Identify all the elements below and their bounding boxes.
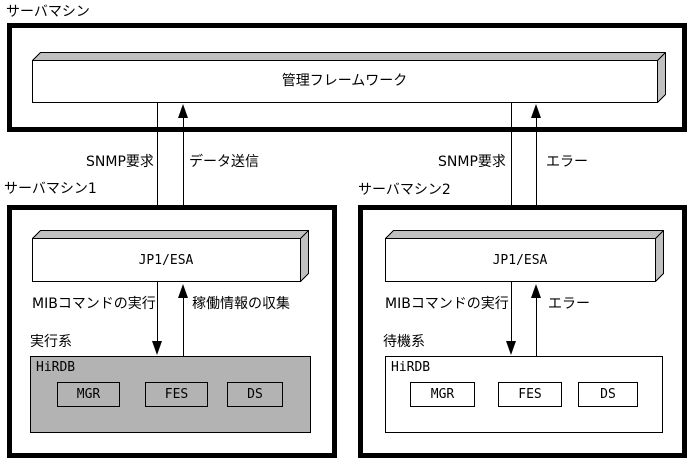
mib-exec-left-line bbox=[157, 282, 158, 342]
snmp-request-left-line bbox=[157, 103, 158, 216]
error-top-arrowhead-icon bbox=[531, 104, 541, 118]
server2-label: サーバマシン2 bbox=[358, 182, 451, 198]
snmp-request-left-label: SNMP要求 bbox=[86, 154, 154, 170]
server2-agent-3d-shape bbox=[385, 230, 664, 282]
server1-agent-3d-shape bbox=[32, 230, 309, 282]
server1-label: サーバマシン1 bbox=[4, 181, 97, 197]
mib-exec-right-label: MIBコマンドの実行 bbox=[385, 296, 509, 312]
server1-component-mgr: MGR bbox=[57, 382, 120, 407]
server1-hirdb-box: HiRDB bbox=[30, 356, 311, 433]
mib-exec-right-line bbox=[511, 282, 512, 342]
active-system-label: 実行系 bbox=[30, 334, 72, 350]
data-send-arrowhead-icon bbox=[178, 104, 188, 118]
server2-agent-label: JP1/ESA bbox=[492, 252, 548, 268]
server2-db-label: HiRDB bbox=[391, 360, 431, 375]
collect-info-label: 稼働情報の収集 bbox=[192, 296, 290, 312]
server2-agent-box: JP1/ESA bbox=[385, 230, 664, 282]
server1-agent-label: JP1/ESA bbox=[138, 252, 194, 268]
error-top-line bbox=[536, 117, 537, 230]
framework-box: 管理フレームワーク bbox=[32, 52, 666, 103]
error-bottom-label: エラー bbox=[548, 296, 590, 312]
server2-component-ds: DS bbox=[578, 382, 638, 407]
server1-component-fes: FES bbox=[145, 382, 208, 407]
standby-system-label: 待機系 bbox=[383, 334, 425, 350]
collect-info-line bbox=[183, 298, 184, 356]
error-bottom-line bbox=[536, 298, 537, 356]
framework-label: 管理フレームワーク bbox=[281, 73, 408, 89]
data-send-line bbox=[183, 117, 184, 230]
mib-exec-right-arrowhead-icon bbox=[506, 341, 516, 355]
top-server-label: サーバマシン bbox=[6, 4, 90, 20]
server1-db-label: HiRDB bbox=[36, 360, 76, 375]
snmp-request-right-label: SNMP要求 bbox=[438, 154, 506, 170]
server2-component-mgr: MGR bbox=[410, 382, 475, 407]
collect-info-arrowhead-icon bbox=[178, 284, 188, 298]
error-top-label: エラー bbox=[546, 154, 588, 170]
framework-3d-shape bbox=[32, 52, 666, 103]
server2-component-fes: FES bbox=[498, 382, 562, 407]
data-send-label: データ送信 bbox=[189, 154, 259, 170]
mib-exec-left-arrowhead-icon bbox=[152, 341, 162, 355]
server1-component-ds: DS bbox=[227, 382, 283, 407]
error-bottom-arrowhead-icon bbox=[531, 284, 541, 298]
mib-exec-left-label: MIBコマンドの実行 bbox=[32, 296, 156, 312]
server1-agent-box: JP1/ESA bbox=[32, 230, 309, 282]
snmp-request-right-line bbox=[511, 103, 512, 216]
